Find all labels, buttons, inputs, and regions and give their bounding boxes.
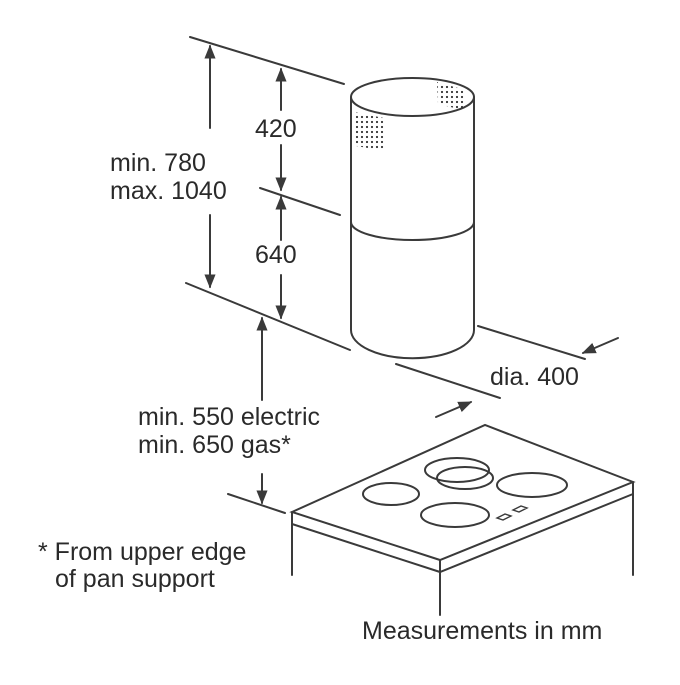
diameter-arrow-left: [435, 401, 473, 418]
burner-right: [496, 472, 568, 498]
total-height-max-label: max. 1040: [110, 177, 227, 205]
upper-chimney-label: 420: [255, 115, 297, 143]
units-note: Measurements in mm: [362, 617, 603, 645]
vent-grille-back: [437, 82, 465, 110]
chimney-joint-reference-line: [259, 187, 341, 216]
pan-support-reference-line: [227, 493, 286, 514]
burner-back-small: [424, 457, 490, 483]
cylindrical-hood: [350, 77, 475, 360]
burner-front: [420, 502, 490, 528]
diameter-reference-line-right: [477, 325, 586, 360]
footnote-line-1: * From upper edge: [38, 538, 247, 566]
diameter-label: dia. 400: [490, 363, 579, 391]
diameter-reference-line-left: [395, 363, 501, 399]
control-button-1: [495, 513, 513, 521]
burner-back-large: [436, 466, 494, 490]
clearance-gas-label: min. 650 gas*: [138, 431, 291, 459]
hob: [289, 423, 636, 616]
control-button-2: [511, 505, 529, 513]
burner-left: [362, 482, 420, 506]
clearance-electric-label: min. 550 electric: [138, 403, 321, 431]
total-height-min-label: min. 780: [110, 149, 206, 177]
vent-grille-front: [354, 112, 386, 151]
lower-chimney-label: 640: [255, 241, 297, 269]
footnote-line-2: of pan support: [55, 565, 215, 593]
ceiling-reference-line: [189, 36, 345, 85]
diameter-arrow-right: [581, 337, 619, 354]
hood-bottom-reference-line: [185, 282, 351, 351]
